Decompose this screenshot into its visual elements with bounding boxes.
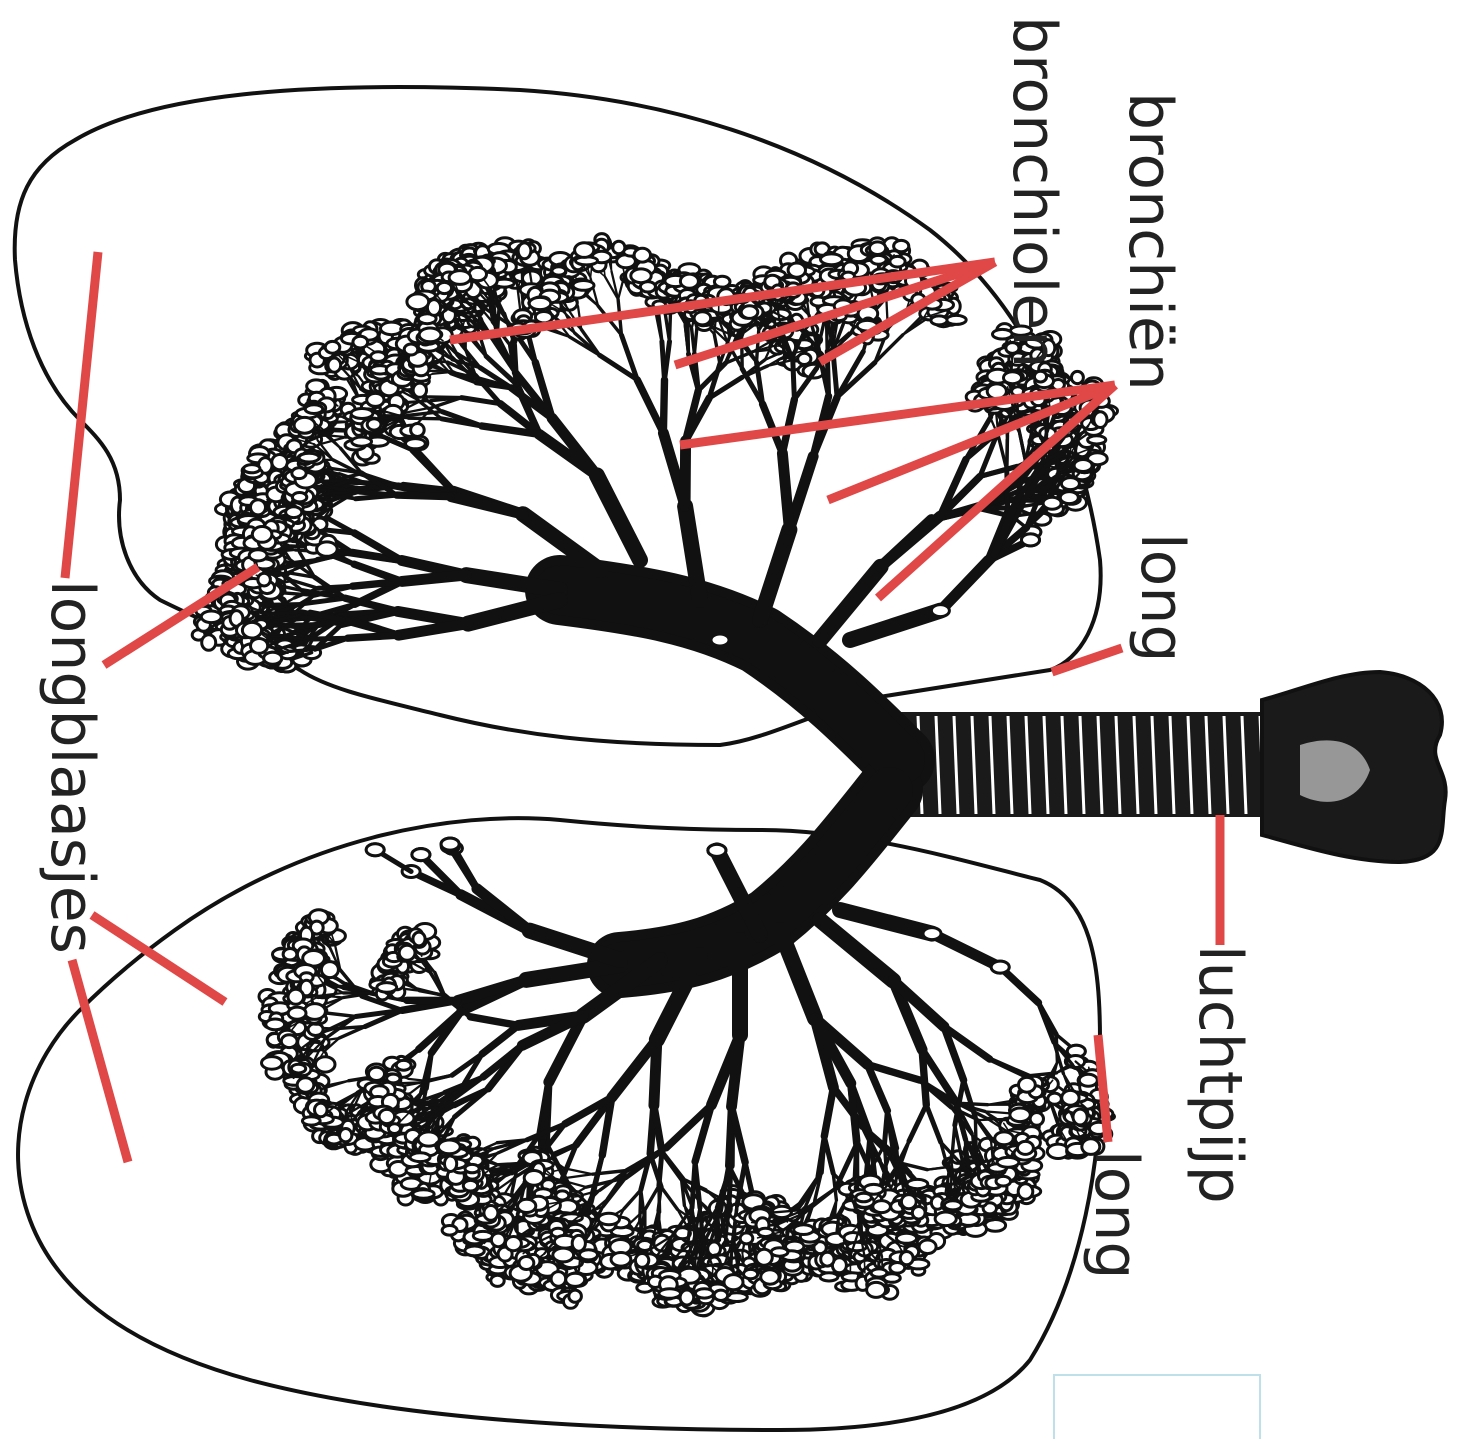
alveolus bbox=[292, 493, 306, 502]
alveolus bbox=[694, 312, 711, 325]
bronchiole-branch bbox=[397, 495, 452, 497]
alveolus bbox=[367, 419, 381, 430]
alveolus bbox=[419, 328, 441, 342]
bronchiole-branch bbox=[782, 453, 789, 529]
alveolus bbox=[325, 341, 340, 353]
alveolus bbox=[1043, 497, 1061, 509]
alveolus bbox=[371, 352, 386, 362]
alveolus bbox=[1088, 436, 1106, 444]
alveolus bbox=[788, 263, 805, 277]
bronchiole-branch bbox=[659, 312, 662, 341]
bronchiole-branch bbox=[850, 611, 940, 640]
alveolus bbox=[552, 267, 566, 275]
alveolus bbox=[294, 417, 315, 433]
alveolus bbox=[518, 243, 531, 259]
alveolus bbox=[317, 542, 338, 556]
alveolus bbox=[1004, 372, 1022, 384]
bronchiole-branch bbox=[360, 492, 397, 495]
alveolus bbox=[640, 282, 655, 292]
alveolus bbox=[351, 409, 373, 419]
alveolus bbox=[798, 353, 811, 364]
alveolus bbox=[411, 424, 425, 437]
bronchiole-branch bbox=[662, 342, 665, 380]
alveolus bbox=[272, 455, 288, 470]
alveolus bbox=[894, 240, 909, 251]
alveolus bbox=[305, 405, 323, 414]
bronchiole-branch bbox=[903, 318, 924, 335]
bronchiole-branch bbox=[940, 555, 994, 611]
alveolus bbox=[1034, 371, 1046, 382]
alveolus bbox=[890, 256, 905, 267]
alveolus bbox=[299, 453, 319, 462]
alveolus bbox=[1094, 412, 1107, 428]
bronchiole-branch bbox=[881, 516, 941, 567]
alveolus bbox=[680, 274, 698, 288]
alveolus bbox=[413, 383, 426, 397]
bronchiole-branch bbox=[760, 530, 789, 620]
bronchiole-branch bbox=[670, 315, 671, 342]
alveolus bbox=[404, 344, 418, 355]
alveolus bbox=[575, 243, 594, 258]
bronchiole-branch bbox=[637, 380, 663, 433]
bronchiole-branch bbox=[597, 475, 640, 560]
bronchiole-branch bbox=[442, 419, 482, 426]
alveolus bbox=[931, 316, 947, 325]
alveolus bbox=[870, 242, 886, 255]
alveolus bbox=[634, 248, 650, 262]
bronchiole-branch bbox=[354, 564, 402, 581]
alveolus bbox=[1071, 371, 1083, 383]
alveolus bbox=[406, 439, 426, 449]
alveolus bbox=[821, 254, 843, 265]
bronchiole-branch bbox=[685, 441, 686, 507]
bronchiole-branch bbox=[793, 358, 795, 399]
alveolus bbox=[1022, 534, 1040, 546]
alveolus bbox=[352, 437, 372, 446]
alveolus bbox=[741, 306, 758, 319]
alveolus bbox=[946, 315, 966, 324]
bronchiole-branch bbox=[402, 575, 466, 581]
alveolus bbox=[407, 294, 429, 310]
alveolus bbox=[244, 465, 260, 473]
alveolus bbox=[437, 282, 451, 293]
alveolus bbox=[529, 297, 551, 309]
alveolus bbox=[328, 358, 341, 372]
bronchiole-branch bbox=[1007, 436, 1008, 471]
alveolus bbox=[1074, 460, 1092, 472]
trachea-drawing bbox=[885, 672, 1446, 862]
alveolus bbox=[931, 605, 949, 617]
alveolus bbox=[292, 468, 306, 479]
alveolus bbox=[449, 271, 471, 285]
alveolus bbox=[353, 336, 368, 348]
upper-lung-outline bbox=[15, 87, 1101, 745]
bronchiole-branch bbox=[827, 318, 828, 351]
alveolus bbox=[573, 281, 594, 291]
alveolus bbox=[1061, 478, 1079, 490]
alveolus bbox=[367, 393, 384, 406]
bronchiole-branch bbox=[1019, 429, 1026, 461]
alveolus bbox=[613, 241, 625, 254]
bronchiole-branch bbox=[409, 418, 442, 419]
